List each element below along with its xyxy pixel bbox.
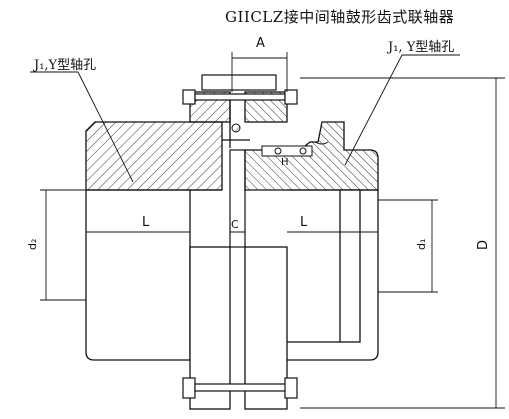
right-flange-plate bbox=[244, 91, 288, 410]
dim-l-right-label: L bbox=[300, 215, 308, 230]
dim-d-label: D bbox=[476, 240, 491, 250]
dimension-lines bbox=[30, 52, 505, 409]
bottom-bolt bbox=[182, 377, 298, 399]
dim-a-label: A bbox=[256, 36, 265, 51]
right-bore-label: J₁, Y型轴孔 bbox=[386, 40, 454, 55]
top-bolt bbox=[182, 74, 298, 105]
left-bore-label: J₁,Y型轴孔 bbox=[32, 58, 96, 73]
dim-d2-label: d₂ bbox=[26, 239, 39, 250]
dim-h-label: H bbox=[281, 157, 289, 168]
gear-teeth bbox=[231, 123, 329, 157]
dim-d1-label: d₁ bbox=[415, 239, 428, 250]
center-sleeve bbox=[222, 139, 250, 248]
drawing-title: GIICLZ接中间轴鼓形齿式联轴器 bbox=[225, 8, 455, 26]
dim-l-left-label: L bbox=[142, 215, 150, 230]
left-hub-section bbox=[85, 121, 223, 191]
dim-c-label: C bbox=[231, 218, 239, 231]
left-hub bbox=[85, 121, 223, 361]
